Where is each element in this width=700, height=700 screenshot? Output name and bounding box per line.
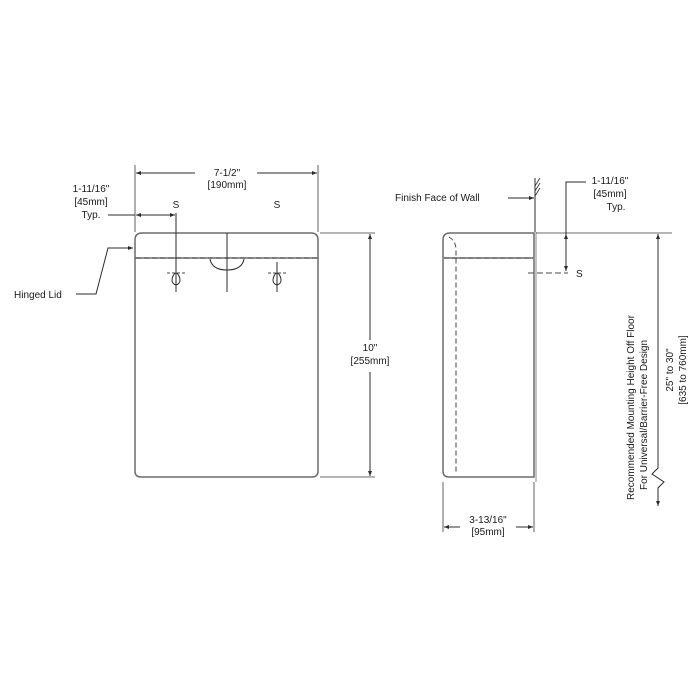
- wall-hatch-icon: [534, 177, 541, 197]
- keyhole-right-icon: [268, 262, 287, 292]
- mounting-label-line1: Recommended Mounting Height Off Floor: [626, 314, 637, 500]
- mounting-label-line2: For Universal/Barrier-Free Design: [639, 340, 650, 490]
- side-screw-offset-metric: [45mm]: [593, 189, 627, 200]
- mounting-range-imperial: 25" to 30": [665, 348, 676, 392]
- side-hidden-line: [448, 236, 457, 474]
- screw-offset-note: Typ.: [82, 210, 101, 221]
- front-body-outline: [134, 258, 319, 478]
- mounting-range-metric: [635 to 760mm]: [678, 335, 689, 405]
- screw-label-right: S: [274, 200, 281, 211]
- width-dim-imperial: 7-1/2": [214, 168, 241, 179]
- hinged-lid-leader: [76, 246, 133, 295]
- finish-face-wall-label: Finish Face of Wall: [395, 193, 480, 204]
- screw-offset-metric: [45mm]: [74, 197, 108, 208]
- depth-dim-imperial: 3-13/16": [469, 515, 507, 526]
- side-view: Finish Face of Wall 1-11/16" [45mm] Typ.…: [395, 176, 689, 538]
- side-screw-offset-note: Typ.: [607, 202, 626, 213]
- side-screw-offset-leader: [565, 181, 586, 250]
- front-view: 7-1/2" [190mm] S S 1-11/16" [45mm] Typ. …: [14, 165, 390, 478]
- lid-finger-notch: [209, 258, 245, 271]
- height-dim-imperial: 10": [363, 343, 378, 354]
- screw-label-left: S: [173, 200, 180, 211]
- depth-dim-metric: [95mm]: [471, 527, 505, 538]
- side-screw-label: S: [576, 269, 583, 280]
- hinged-lid-label: Hinged Lid: [14, 290, 62, 301]
- keyhole-left-icon: [167, 262, 186, 292]
- side-screw-offset-imperial: 1-11/16": [592, 176, 629, 187]
- side-lid-outline: [442, 232, 535, 259]
- screw-offset-imperial: 1-11/16": [73, 184, 110, 195]
- height-dim-metric: [255mm]: [351, 356, 390, 367]
- mounting-break-line: [651, 290, 665, 500]
- side-body-outline: [442, 259, 535, 478]
- width-dim-metric: [190mm]: [208, 180, 247, 191]
